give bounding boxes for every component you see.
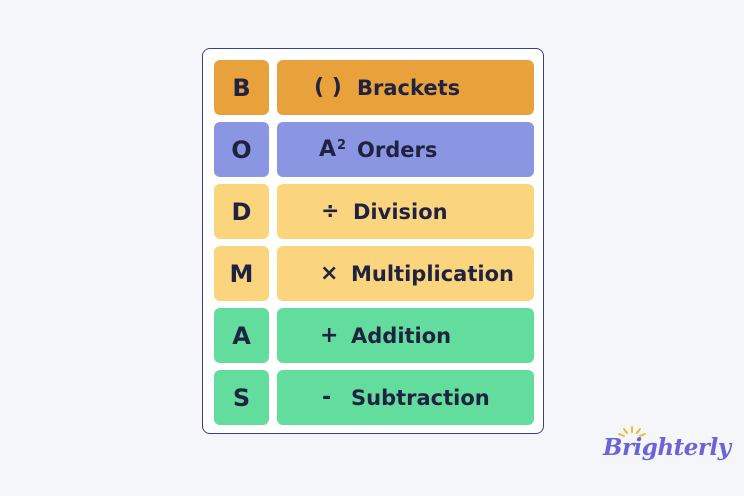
brackets-symbol: ( ) xyxy=(314,75,342,100)
letter-d: D xyxy=(214,184,269,239)
row-brackets: B ( ) Brackets xyxy=(214,60,534,115)
label-box-subtraction: - Subtraction xyxy=(277,370,534,425)
division-symbol: ÷ xyxy=(321,199,340,224)
label-box-addition: + Addition xyxy=(277,308,534,363)
label-addition: Addition xyxy=(351,323,452,348)
letter-s: S xyxy=(214,370,269,425)
row-multiplication: M × Multiplication xyxy=(214,246,534,301)
sun-icon xyxy=(618,426,646,437)
row-division: D ÷ Division xyxy=(214,184,534,239)
subtraction-symbol: - xyxy=(322,385,332,410)
letter-b: B xyxy=(214,60,269,115)
label-box-brackets: ( ) Brackets xyxy=(277,60,534,115)
orders-base: A xyxy=(319,137,337,162)
row-subtraction: S - Subtraction xyxy=(214,370,534,425)
orders-exponent: 2 xyxy=(337,138,347,153)
label-division: Division xyxy=(353,199,448,224)
addition-symbol: + xyxy=(320,323,339,348)
letter-o: O xyxy=(214,122,269,177)
label-subtraction: Subtraction xyxy=(351,385,490,410)
letter-m: M xyxy=(214,246,269,301)
row-addition: A + Addition xyxy=(214,308,534,363)
label-box-division: ÷ Division xyxy=(277,184,534,239)
letter-a: A xyxy=(214,308,269,363)
brighterly-logo: Brighterly xyxy=(603,426,731,468)
label-box-multiplication: × Multiplication xyxy=(277,246,534,301)
multiplication-symbol: × xyxy=(320,261,339,286)
label-orders: Orders xyxy=(357,137,438,162)
label-brackets: Brackets xyxy=(357,75,461,100)
label-multiplication: Multiplication xyxy=(351,261,514,286)
logo-text: Brighterly xyxy=(603,434,731,461)
